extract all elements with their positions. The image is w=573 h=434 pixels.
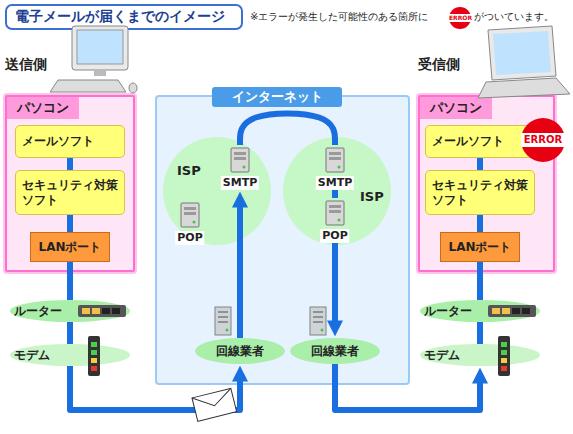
mail-route-line xyxy=(67,262,73,300)
modem-band: モデム xyxy=(420,344,540,366)
note-text: がついています。 xyxy=(474,11,554,23)
pop-server: POP xyxy=(170,200,210,245)
node-text: SMTP xyxy=(316,176,354,190)
pop-server: POP xyxy=(315,198,355,243)
server-icon xyxy=(231,148,249,172)
modem-icon xyxy=(88,336,100,376)
envelope-icon xyxy=(192,388,237,421)
node-text: パソコン xyxy=(420,97,492,119)
isp-circle: ISP SMTP POP xyxy=(163,137,271,245)
server-icon xyxy=(326,148,344,172)
mouse xyxy=(129,83,137,93)
carrier-band: 回線業者 xyxy=(290,338,380,364)
mail-route-line xyxy=(335,364,480,410)
node-text: パソコン xyxy=(7,97,79,119)
node-text: セキュリティ対策 ソフト xyxy=(426,178,534,208)
internet-area: インターネットISPSMTPPOPISPSMTPPOP回線業者回線業者 xyxy=(155,95,410,385)
node-text: モデム xyxy=(10,347,50,364)
laptop-base xyxy=(478,78,570,98)
desktop-pc-icon xyxy=(50,26,137,93)
node-text: SMTP xyxy=(221,176,259,190)
router-band: ルーター xyxy=(10,300,130,322)
node-text: モデム xyxy=(420,347,460,364)
server-icon xyxy=(326,201,344,225)
error-mark-small xyxy=(449,7,471,29)
error-mark xyxy=(521,118,565,162)
laptop-lid xyxy=(488,26,556,80)
mail-route-line xyxy=(477,215,483,232)
modem-band: モデム xyxy=(10,344,130,366)
node-text: LANポート xyxy=(449,239,512,256)
node-text: POP xyxy=(175,231,204,245)
software-box: メールソフト xyxy=(15,125,125,158)
router-band: ルーター xyxy=(420,300,540,322)
carrier-server-icon xyxy=(215,307,231,335)
laptop-pc-icon xyxy=(478,26,570,98)
node-text: インターネット xyxy=(212,87,342,107)
node-text: 回線業者 xyxy=(311,343,359,360)
error-band xyxy=(521,133,565,147)
isp-circle: ISP SMTP POP xyxy=(283,137,391,245)
router-icon xyxy=(78,305,126,317)
software-box: セキュリティ対策 ソフト xyxy=(15,170,125,215)
side-label: 送信側 xyxy=(5,55,47,73)
mail-route-line xyxy=(332,190,338,198)
node-text: ルーター xyxy=(10,303,62,320)
error-band xyxy=(449,14,471,22)
note-text: ※エラーが発生した可能性のある箇所に xyxy=(250,11,428,23)
node-text: POP xyxy=(320,229,349,243)
server-icon xyxy=(181,203,199,227)
node-text: LANポート xyxy=(39,239,102,256)
software-box: メールソフト xyxy=(425,125,535,158)
node-text: ルーター xyxy=(420,303,472,320)
computer-box: パソコンメールソフトセキュリティ対策 ソフト LANポート xyxy=(5,95,135,272)
software-box: セキュリティ対策 ソフト xyxy=(425,170,535,215)
side-label: 受信側 xyxy=(418,55,460,73)
node-text: 回線業者 xyxy=(216,343,264,360)
monitor xyxy=(72,26,128,70)
node-text: ISP xyxy=(360,189,384,204)
node-text: セキュリティ対策 ソフト xyxy=(16,178,124,208)
envelope-flap xyxy=(192,388,234,410)
mail-route-line xyxy=(332,243,338,322)
stand xyxy=(94,70,106,76)
title-text: 電子メールが届くまでのイメージ xyxy=(15,8,225,26)
mail-route-line xyxy=(67,215,73,232)
mail-route-line xyxy=(70,366,240,410)
mail-route-line xyxy=(240,113,335,145)
mail-route-line xyxy=(477,262,483,300)
mail-route-line xyxy=(237,206,243,338)
mail-route-line xyxy=(67,158,73,170)
router-icon xyxy=(488,305,536,317)
error-text: ERROR xyxy=(449,14,471,22)
node-text: ISP xyxy=(177,163,201,178)
mail-route-line xyxy=(477,158,483,170)
carrier-band: 回線業者 xyxy=(195,338,285,364)
error-circle xyxy=(521,118,565,162)
screen xyxy=(77,30,123,64)
node-text: メールソフト xyxy=(426,134,504,149)
carrier-server-icon xyxy=(310,307,326,335)
mail-route-line xyxy=(477,322,483,344)
mail-route-line xyxy=(67,322,73,344)
title-box: 電子メールが届くまでのイメージ xyxy=(5,4,243,30)
envelope-body xyxy=(192,388,237,421)
smtp-server: SMTP xyxy=(315,145,355,190)
keyboard xyxy=(50,80,126,92)
error-circle xyxy=(449,7,471,29)
laptop-screen xyxy=(493,31,551,75)
port-box: LANポート xyxy=(30,232,110,262)
port-box: LANポート xyxy=(440,232,520,262)
modem-icon xyxy=(498,336,510,376)
node-text: メールソフト xyxy=(16,134,94,149)
computer-box: パソコンメールソフトセキュリティ対策 ソフト LANポート xyxy=(418,95,555,272)
smtp-server: SMTP xyxy=(220,145,260,190)
